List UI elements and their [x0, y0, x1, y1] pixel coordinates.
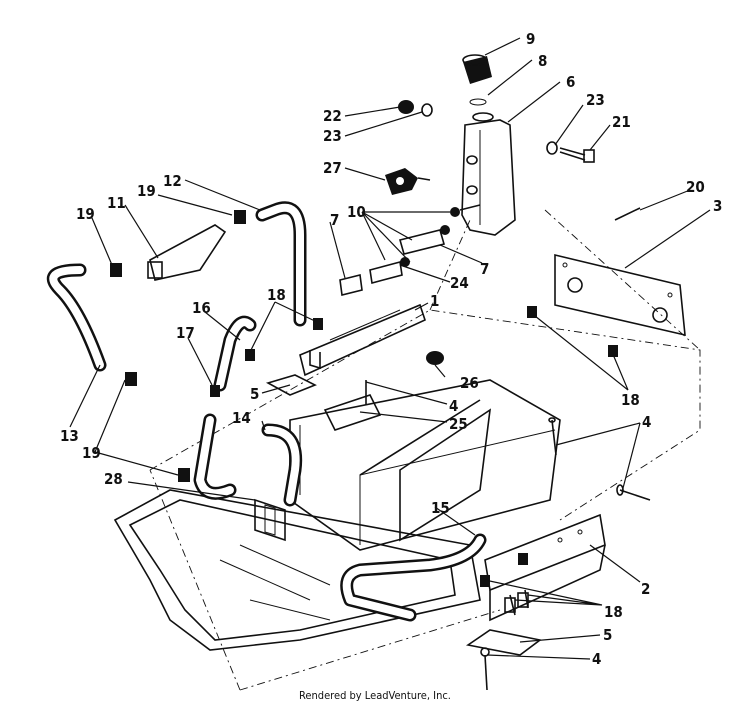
- fittings: [339, 204, 481, 296]
- callout-17: 17: [176, 324, 195, 342]
- callout-26: 26: [460, 374, 479, 392]
- callout-4b: 4: [642, 413, 651, 431]
- bracket-5-lower: [465, 629, 542, 656]
- bracket-5-upper: [265, 374, 317, 396]
- seat-pan: [113, 489, 481, 651]
- callout-16: 16: [192, 299, 211, 317]
- bracket-2: [484, 513, 606, 622]
- callout-4c: 4: [592, 650, 601, 668]
- bracket-3: [554, 253, 686, 337]
- callout-14: 14: [232, 409, 251, 427]
- callout-2: 2: [641, 580, 650, 598]
- leader-lines: [69, 37, 711, 660]
- callout-12: 12: [163, 172, 182, 190]
- callout-6: 6: [566, 73, 575, 91]
- callout-20: 20: [686, 178, 705, 196]
- clamps: [110, 210, 618, 587]
- callout-10: 10: [347, 203, 366, 221]
- callout-24: 24: [450, 274, 469, 292]
- callout-19c: 19: [82, 444, 101, 462]
- callout-9: 9: [526, 30, 535, 48]
- callout-1: 1: [430, 292, 439, 310]
- washer-23: [421, 103, 433, 117]
- callout-27: 27: [323, 159, 342, 177]
- cap: [462, 54, 492, 106]
- callout-5b: 5: [603, 626, 612, 644]
- hoses: [46, 201, 487, 622]
- callout-18a: 18: [267, 286, 286, 304]
- callout-25: 25: [449, 415, 468, 433]
- reservoir: [461, 112, 516, 236]
- callout-5a: 5: [250, 385, 259, 403]
- bolt-20: [614, 207, 641, 221]
- callout-7b: 7: [480, 260, 489, 278]
- callout-23a: 23: [323, 127, 342, 145]
- valve-27: [385, 168, 431, 195]
- callout-18c: 18: [604, 603, 623, 621]
- callout-13: 13: [60, 427, 79, 445]
- fuel-tank: [289, 379, 561, 551]
- callout-11: 11: [107, 194, 126, 212]
- callout-18b: 18: [621, 391, 640, 409]
- callout-4a: 4: [449, 397, 458, 415]
- callout-23b: 23: [586, 91, 605, 109]
- callout-7a: 7: [330, 211, 339, 229]
- callout-21: 21: [612, 113, 631, 131]
- callout-28: 28: [104, 470, 123, 488]
- bolt-21: [546, 141, 595, 163]
- callout-15: 15: [431, 499, 450, 517]
- grommet-26: [426, 351, 444, 365]
- plate-25: [323, 394, 382, 431]
- bolts: [365, 380, 651, 691]
- callouts: 9 8 6 22 23 23 21 27 20 3 12 19 11 19 10…: [60, 30, 722, 668]
- callout-19b: 19: [76, 205, 95, 223]
- callout-3: 3: [713, 197, 722, 215]
- callout-19a: 19: [137, 182, 156, 200]
- callout-8: 8: [538, 52, 547, 70]
- fitting-11: [147, 224, 227, 281]
- callout-22: 22: [323, 107, 342, 125]
- cap-22: [398, 100, 414, 114]
- footer-credit: Rendered by LeadVenture, Inc.: [299, 689, 451, 702]
- bracket-1: [299, 303, 426, 377]
